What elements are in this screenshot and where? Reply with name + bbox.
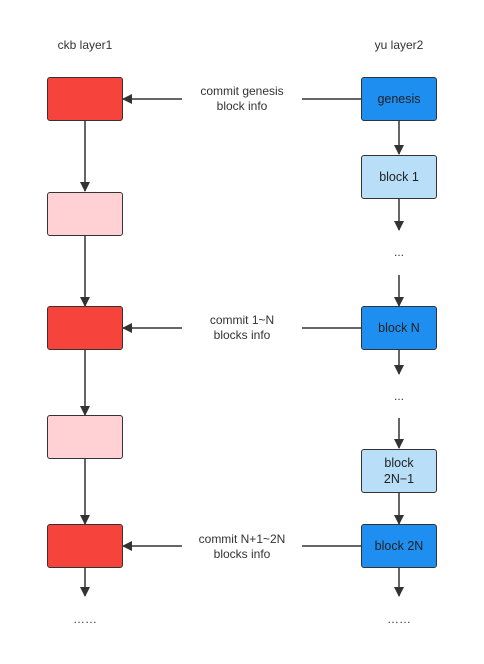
- edge-label-commit-1-N: commit 1~N blocks info: [182, 313, 302, 343]
- layer1-block-2: [47, 192, 123, 236]
- layer2-genesis-block: genesis: [361, 77, 437, 121]
- column-title-ckb-layer1: ckb layer1: [57, 38, 113, 52]
- ellipsis-left-bottom: ……: [73, 612, 97, 626]
- layer1-block-4: [47, 415, 123, 459]
- layer1-block-5: [47, 524, 123, 568]
- layer2-block-1: block 1: [361, 155, 437, 199]
- ellipsis-right-bottom: ……: [387, 612, 411, 626]
- layer2-block-N: block N: [361, 306, 437, 350]
- edge-label-commit-N1-2N: commit N+1~2N blocks info: [182, 532, 302, 562]
- layer1-block-3: [47, 306, 123, 350]
- layer1-block-1: [47, 77, 123, 121]
- ellipsis-right-2: ...: [393, 389, 404, 403]
- edge-label-commit-genesis: commit genesis block info: [182, 84, 302, 114]
- layer2-block-2N: block 2N: [361, 524, 437, 568]
- column-title-yu-layer2: yu layer2: [374, 38, 424, 52]
- layer2-block-2N-minus-1: block 2N−1: [361, 449, 437, 493]
- ellipsis-right-1: ...: [393, 245, 404, 259]
